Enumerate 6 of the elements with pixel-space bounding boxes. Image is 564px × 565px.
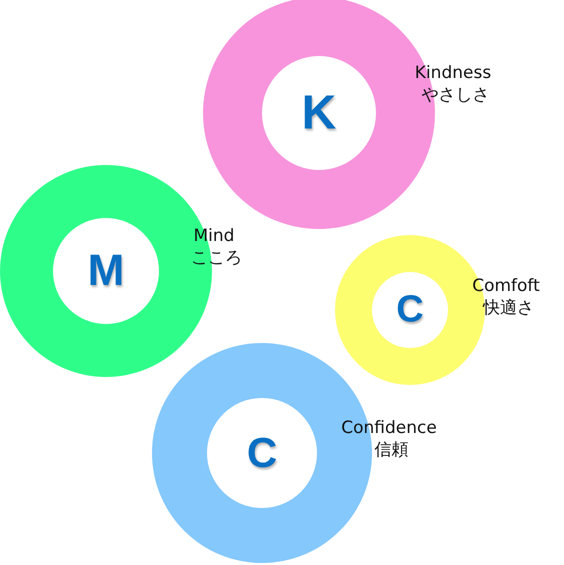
letter-symbol: K <box>302 86 336 140</box>
letter-symbol: C <box>396 288 424 332</box>
ring-label: Kindness やさしさ <box>414 62 492 106</box>
letter-symbol: M <box>88 246 124 296</box>
letter-symbol: C <box>246 429 278 477</box>
ring-label: Confidence 信頼 <box>341 417 437 461</box>
